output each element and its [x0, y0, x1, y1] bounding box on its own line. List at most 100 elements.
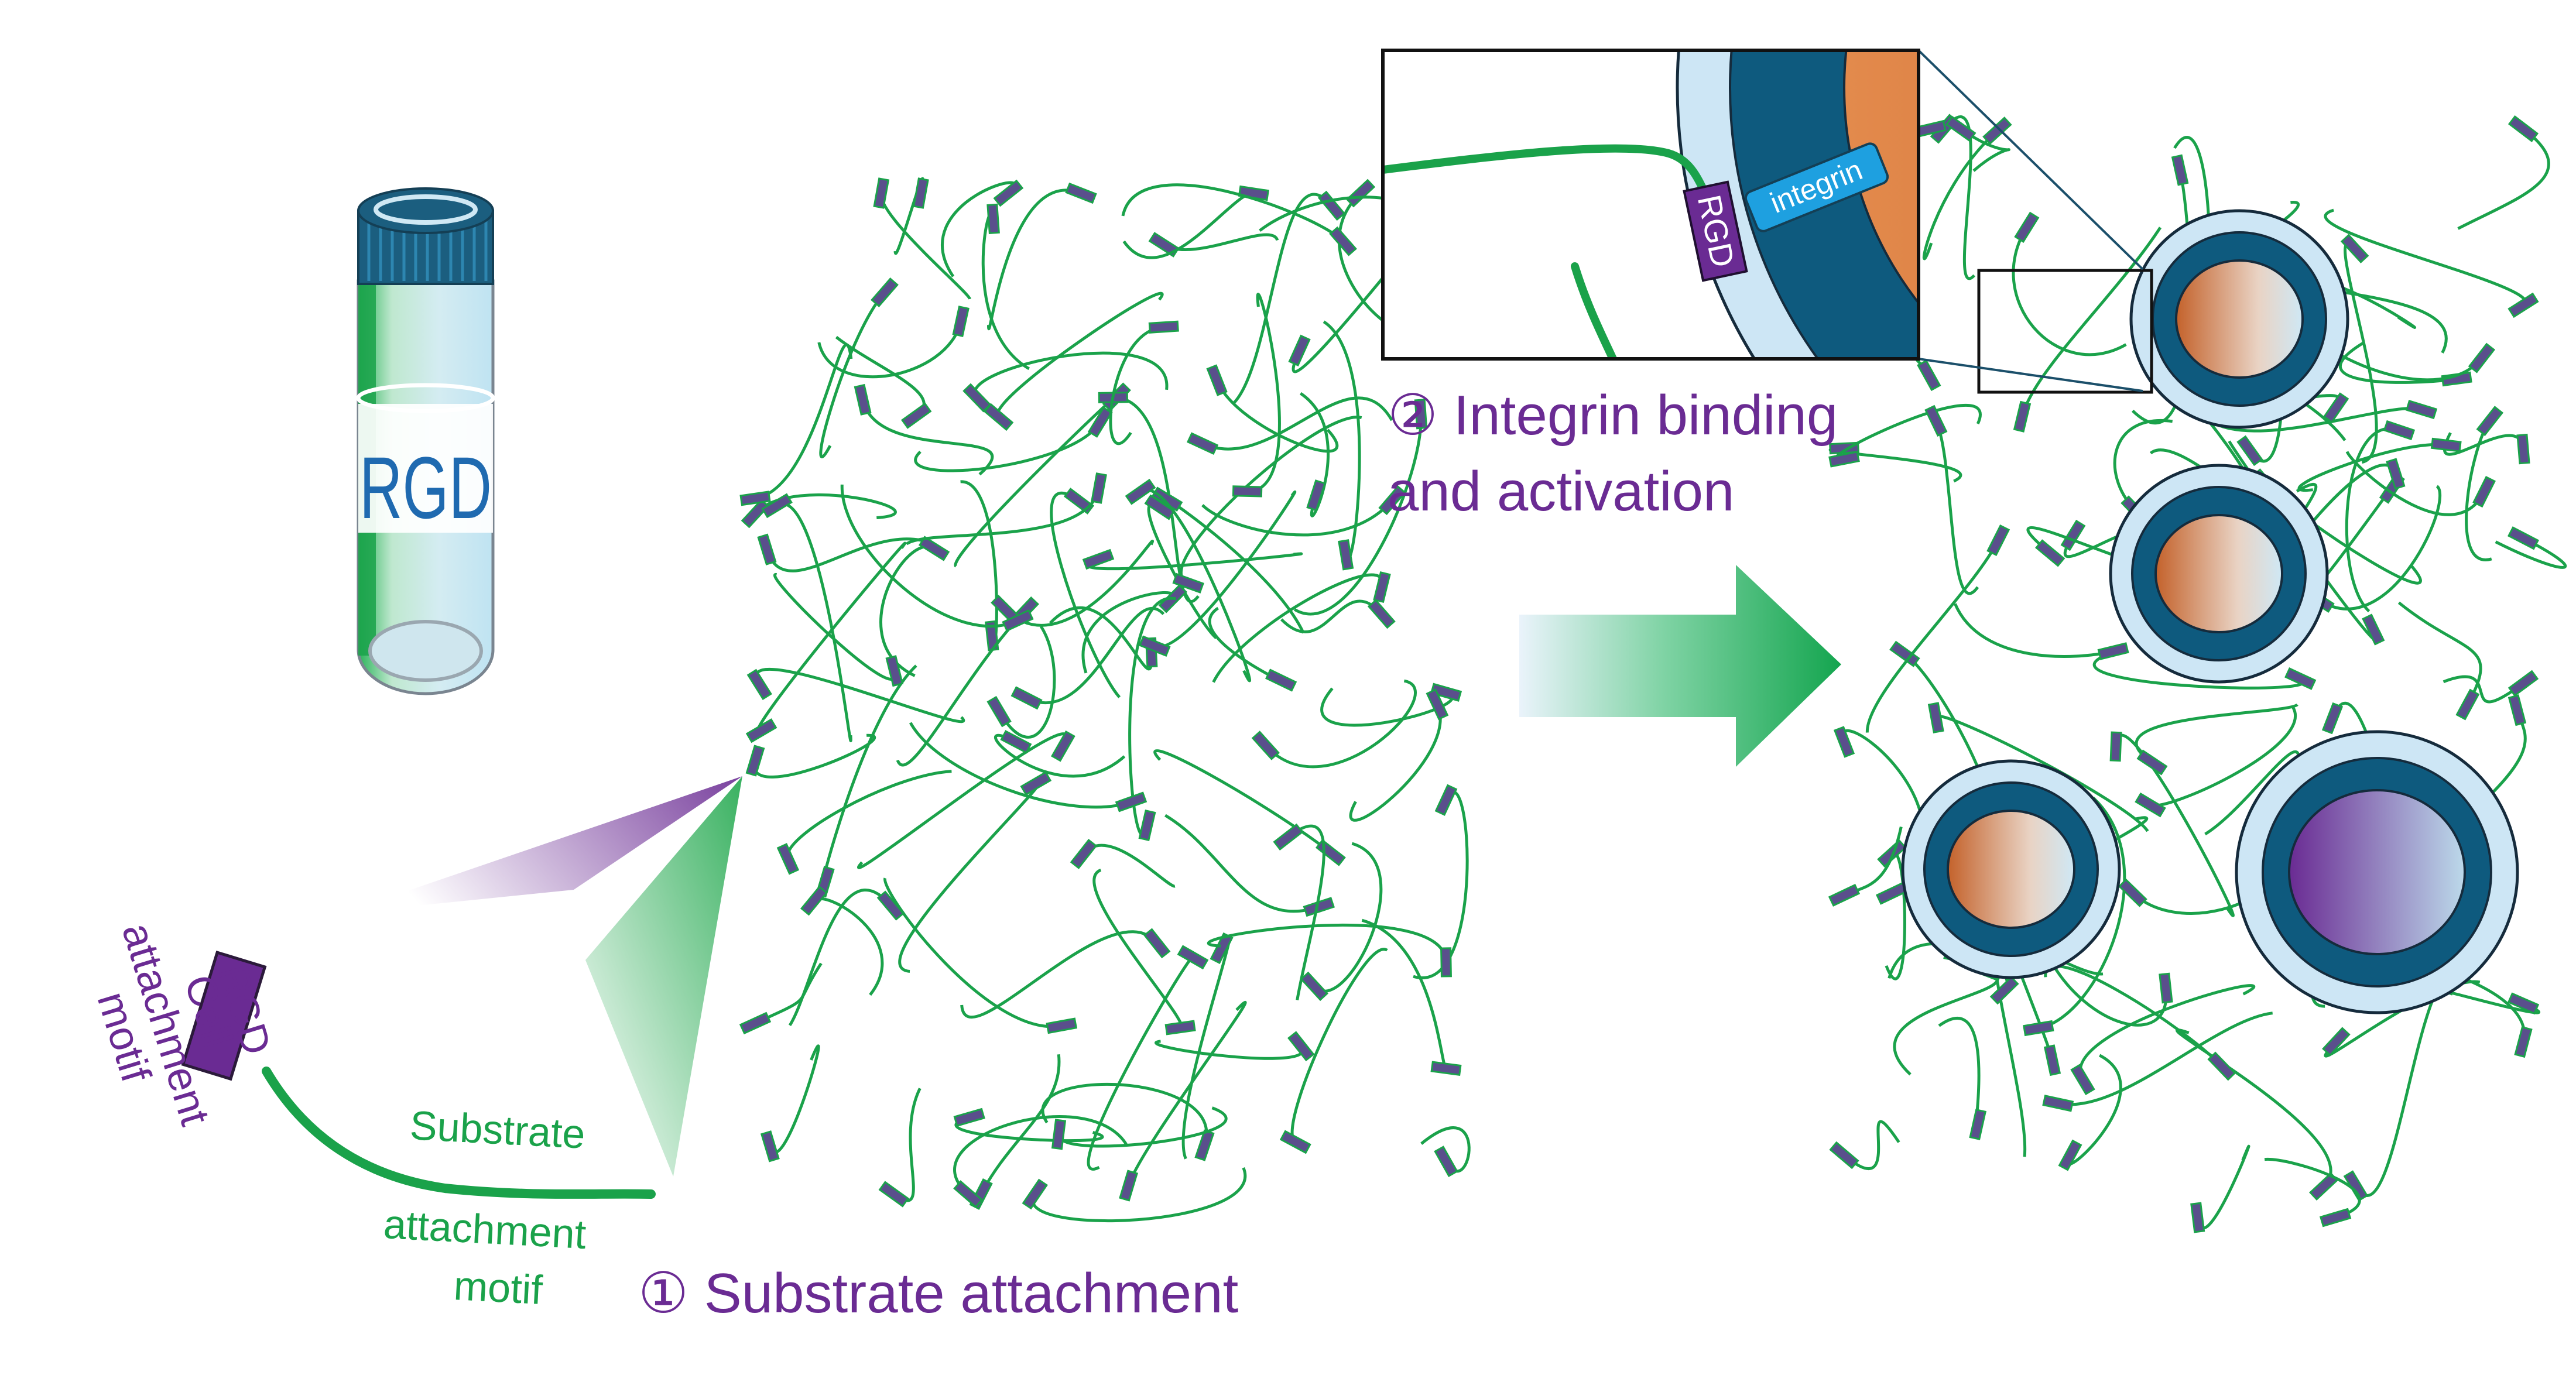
fiber: [1154, 490, 1297, 649]
fiber: [769, 1044, 820, 1154]
rgd-tag: [885, 655, 904, 687]
rgd-tag: [2070, 1064, 2095, 1095]
fiber: [1121, 183, 1344, 242]
fiber: [1087, 955, 1194, 1171]
process-arrow: [1519, 565, 1841, 767]
rgd-tag: [2468, 342, 2496, 373]
inset-fiber: [1571, 262, 1617, 359]
rgd-tag: [776, 843, 800, 875]
rgd-tag: [2340, 234, 2369, 263]
rgd-tag: [2507, 526, 2540, 550]
rgd-tag: [1051, 1119, 1067, 1150]
fiber: [953, 1115, 1128, 1195]
fiber: [981, 211, 1030, 371]
fiber: [2020, 227, 2162, 417]
rgd-tag: [2013, 400, 2032, 433]
fiber: [1843, 826, 1903, 897]
rgd-tag: [1010, 686, 1043, 710]
rgd-tag: [1329, 226, 1357, 256]
rgd-tag: [739, 491, 771, 506]
fiber: [857, 732, 1068, 869]
rgd-tag: [1065, 182, 1097, 204]
step2-label-line2: and activation: [1388, 460, 1735, 523]
rgd-tag: [2042, 1095, 2074, 1112]
fiber: [893, 1088, 922, 1202]
rgd-tag: [952, 306, 970, 337]
cell: [2109, 464, 2329, 684]
fiber: [2038, 797, 2126, 1030]
rgd-tag: [1082, 548, 1115, 570]
cell-nucleus: [2175, 259, 2304, 379]
fiber: [2113, 419, 2173, 512]
fiber: [2079, 984, 2256, 1081]
rgd-tag: [1172, 572, 1204, 594]
rgd-tag: [953, 1180, 984, 1208]
rgd-tag: [1251, 731, 1280, 760]
vial-cap: [357, 187, 494, 285]
fiber: [754, 962, 823, 1025]
fiber: [1885, 851, 1906, 980]
rgd-tag: [2405, 400, 2438, 420]
fiber-network-left: [739, 177, 1471, 1223]
rgd-tag: [2322, 392, 2349, 423]
cell-nucleus: [2154, 514, 2283, 633]
rgd-tag: [2109, 731, 2122, 762]
rgd-tag: [1273, 823, 1304, 851]
rgd-tag: [1317, 190, 1346, 221]
rgd-tag: [2508, 292, 2539, 318]
fiber: [1207, 924, 1448, 962]
rgd-tag: [986, 695, 1012, 728]
rgd-tag: [760, 1130, 780, 1163]
fiber: [883, 877, 1062, 1028]
rgd-tag: [1138, 810, 1156, 841]
rgd-tag: [900, 402, 932, 429]
rgd-tag: [1143, 928, 1171, 959]
rgd-tag: [1070, 838, 1098, 869]
rgd-tag: [986, 203, 1000, 235]
fiber: [755, 343, 853, 500]
step2-label-line1: ② Integrin binding: [1388, 384, 1838, 447]
fiber: [2324, 208, 2527, 307]
fiber: [1264, 679, 1417, 769]
fiber: [998, 625, 1056, 739]
fiber: [1934, 420, 1979, 595]
rgd-tag: [745, 745, 765, 777]
rgd-tag: [2362, 613, 2385, 646]
integrin-inset: integrin RGD: [1381, 49, 1920, 361]
rgd-tag: [2514, 1026, 2533, 1058]
fiber: [1313, 842, 1383, 993]
fiber: [840, 484, 1019, 628]
fiber: [2196, 1144, 2250, 1230]
rgd-tag: [1148, 232, 1180, 258]
fiber: [1841, 729, 1923, 814]
inset-integrin: [1744, 142, 1889, 232]
fiber: [2135, 703, 2298, 764]
rgd-tag: [1139, 635, 1171, 657]
fiber: [986, 188, 1082, 331]
rgd-tag: [2383, 420, 2416, 441]
fiber: [2495, 537, 2567, 569]
fiber: [819, 291, 886, 458]
rgd-tag: [1063, 488, 1095, 515]
rgd-tag: [2321, 702, 2344, 735]
cell-activated: [2235, 730, 2519, 1014]
fiber: [960, 930, 1159, 1019]
fiber: [1943, 115, 1976, 280]
rgd-tag: [1300, 971, 1329, 1002]
rgd-tag: [761, 493, 793, 519]
fiber: [1201, 499, 1393, 537]
rgd-tag: [918, 536, 950, 561]
rgd-tag: [2508, 694, 2527, 726]
fiber: [2092, 656, 2306, 690]
fiber: [2457, 128, 2550, 230]
rgd-tag: [2236, 435, 2263, 467]
rgd-tag: [1875, 882, 1908, 905]
rgd-tag: [2319, 1208, 2352, 1227]
rgd-tag: [878, 1181, 910, 1208]
fiber: [1960, 127, 2010, 172]
fiber: [788, 889, 892, 1027]
rgd-tag: [2135, 792, 2166, 818]
fiber: [1413, 790, 1469, 979]
fiber: [2397, 601, 2482, 705]
rgd-vial: RGD: [356, 187, 495, 695]
